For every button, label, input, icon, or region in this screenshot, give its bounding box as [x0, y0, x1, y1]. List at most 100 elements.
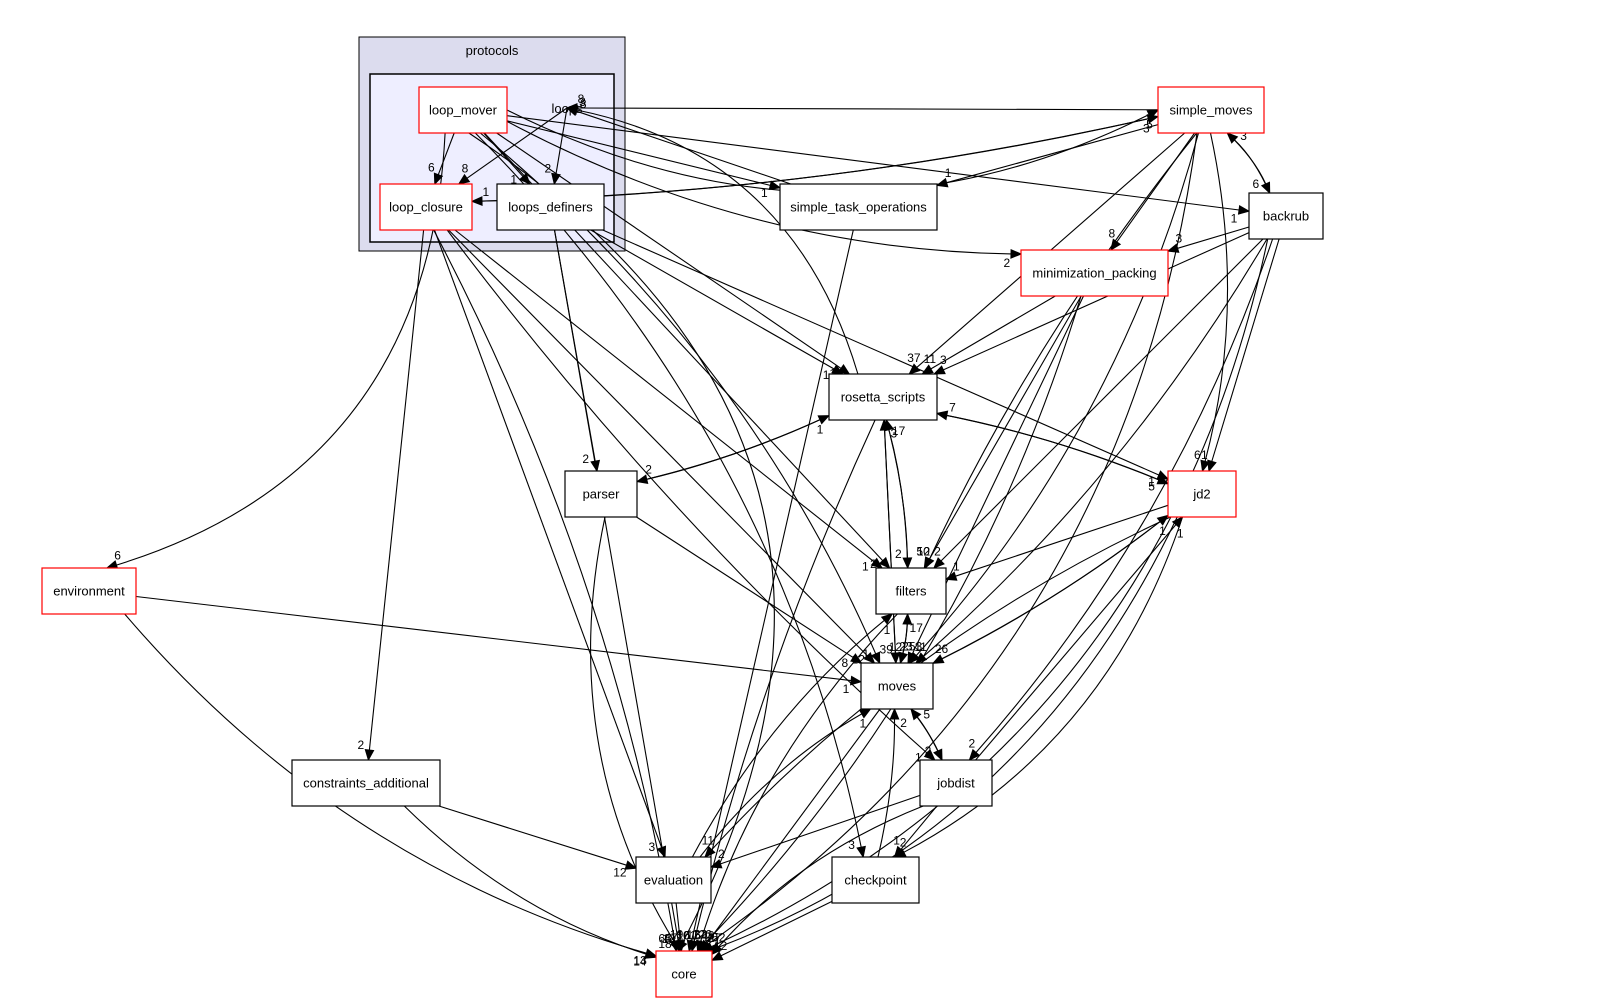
edge-loop_closure-constraints_additional[interactable]: 2 [358, 229, 425, 762]
edge-label[interactable]: 1 [817, 423, 824, 437]
edge-label[interactable]: 120 [692, 927, 712, 941]
node-moves[interactable]: moves [860, 662, 934, 710]
edge-label[interactable]: 8 [1108, 226, 1115, 240]
edge-evaluation-filters[interactable]: 1 [691, 613, 894, 858]
edge-label[interactable]: 3 [848, 838, 855, 852]
edge-label[interactable]: 1 [1159, 524, 1166, 538]
edge-jd2-rosetta_scripts[interactable]: 7 [935, 400, 1169, 485]
node-evaluation[interactable]: evaluation [635, 856, 712, 904]
edge-loop_closure-filters[interactable]: 1 [454, 229, 884, 573]
node-loop-closure[interactable]: loop_closure [379, 183, 473, 231]
edge-simple_moves-simple_task_operations[interactable]: 1 [935, 124, 1159, 188]
edge-backrub-jobdist[interactable]: 2 [968, 238, 1274, 761]
edge-backrub-rosetta_scripts[interactable]: 3 [933, 232, 1250, 375]
edge-label[interactable]: 17 [910, 621, 924, 635]
edge-rosetta_scripts-core[interactable]: 101 [676, 419, 876, 953]
edge-label[interactable]: 12 [917, 544, 931, 558]
edge-loop_closure-jobdist[interactable]: 1 [446, 229, 936, 764]
edge-label[interactable]: 26 [935, 642, 949, 656]
edge-jd2-filters[interactable]: 1 [944, 504, 1169, 581]
edge-label[interactable]: 11 [914, 640, 927, 654]
edge-rosetta_scripts-jd2[interactable]: 5 [936, 412, 1170, 494]
node-parser[interactable]: parser [564, 470, 638, 518]
edge-label[interactable]: 12 [714, 939, 728, 953]
edge-label[interactable]: 2 [645, 463, 652, 477]
edge-label[interactable]: 1 [945, 166, 952, 180]
edge-loop_mover-simple_task_operations[interactable]: 1 [506, 120, 782, 200]
edge-jobdist-evaluation[interactable]: 2 [709, 794, 921, 869]
edge-label[interactable]: 8 [578, 92, 585, 106]
edge-minimization_packing-rosetta_scripts[interactable]: 11 [921, 295, 1056, 375]
edge-label[interactable]: 18 [658, 937, 672, 951]
edge-label[interactable]: 1 [953, 559, 960, 573]
edge-label[interactable]: 1 [823, 368, 830, 382]
edge-loop_mover-loop_closure[interactable]: 6 [428, 132, 455, 186]
edge-loop_closure-evaluation[interactable]: 3 [433, 229, 667, 859]
edge-label[interactable]: 2 [969, 737, 976, 751]
edge-label[interactable]: 1 [761, 186, 768, 200]
edge-label[interactable]: 3 [648, 840, 655, 854]
edge-backrub-core[interactable]: 20 [701, 238, 1269, 952]
edge-parser-rosetta_scripts[interactable]: 1 [636, 415, 831, 483]
edge-label[interactable]: 13 [633, 954, 647, 968]
node-checkpoint[interactable]: checkpoint [831, 856, 920, 904]
edge-label[interactable]: 1 [893, 834, 900, 848]
edge-label[interactable]: 8 [842, 656, 849, 670]
node-loops-definers[interactable]: loops_definers [496, 183, 605, 231]
edge-label[interactable]: 1 [510, 173, 517, 187]
edge-label[interactable]: 2 [582, 452, 589, 466]
edge-label[interactable]: 1 [843, 682, 850, 696]
node-jobdist[interactable]: jobdist [919, 759, 993, 807]
edge-moves-core[interactable]: 120 [692, 708, 881, 953]
edge-loop_mover-core[interactable]: 19 [468, 132, 775, 953]
edge-backrub-moves[interactable]: 11 [914, 238, 1268, 664]
edge-simple_moves-loops[interactable]: 8 [565, 92, 1159, 113]
node-jd2[interactable]: jd2 [1167, 470, 1237, 518]
edge-loops_definers-rosetta_scripts[interactable]: 1 [590, 229, 844, 382]
edge-label[interactable]: 14 [633, 955, 647, 969]
edge-minimization_packing-filters[interactable]: 12 [917, 295, 1082, 570]
node-filters[interactable]: filters [875, 567, 947, 615]
edge-label[interactable]: 27 [708, 931, 722, 945]
edge-label[interactable]: 1 [884, 623, 891, 637]
edge-label[interactable]: 1 [1201, 448, 1208, 462]
edge-label[interactable]: 2 [900, 836, 907, 850]
edge-label[interactable]: 65 [658, 932, 672, 946]
edge-label[interactable]: 2 [900, 716, 907, 730]
edge-label[interactable]: 3 [1143, 121, 1150, 135]
edge-loop_mover-backrub[interactable]: 1 [506, 115, 1251, 226]
edge-evaluation-moves[interactable]: 1 [699, 708, 872, 858]
edge-label[interactable]: 6 [1194, 448, 1201, 462]
edge-environment-moves[interactable]: 1 [135, 595, 863, 697]
edge-label[interactable]: 3 [579, 95, 586, 109]
edge-label[interactable]: 1 [862, 559, 869, 573]
edge-constraints_additional-core[interactable]: 14 [403, 805, 658, 969]
edge-label[interactable]: 39 [880, 643, 894, 657]
edge-label[interactable]: 8 [580, 97, 587, 111]
edge-simple_moves-moves[interactable]: 253 [902, 132, 1200, 664]
edge-label[interactable]: 6 [1252, 177, 1259, 191]
edge-label[interactable]: 2 [925, 744, 932, 758]
edge-loop_mover-minimization_packing[interactable]: 2 [506, 120, 1023, 270]
edge-label[interactable]: 11 [924, 352, 937, 366]
node-simple-task-operations[interactable]: simple_task_operations [779, 183, 938, 231]
edge-label[interactable]: 1 [1231, 211, 1238, 225]
edge-moves-jd2[interactable]: 1 [932, 514, 1170, 664]
edge-label[interactable]: 52 [712, 931, 726, 945]
edge-backrub-filters[interactable]: 2 [933, 238, 1264, 569]
node-rosetta-scripts[interactable]: rosetta_scripts [828, 373, 938, 421]
edge-label[interactable]: 47 [664, 931, 678, 945]
edge-label[interactable]: 3 [1240, 129, 1247, 143]
edge-parser-moves[interactable]: 8 [636, 516, 863, 670]
edge-backrub-simple_moves[interactable]: 3 [1226, 129, 1271, 194]
edge-loops-loops_definers[interactable]: 2 [544, 107, 568, 186]
node-minimization-packing[interactable]: minimization_packing [1020, 249, 1169, 297]
edge-label[interactable]: 5 [923, 707, 930, 721]
edge-label[interactable]: 3 [1176, 232, 1183, 246]
edge-label[interactable]: 7 [949, 400, 956, 414]
node-simple-moves[interactable]: simple_moves [1157, 86, 1265, 134]
edge-jobdist-core[interactable]: 27 [708, 805, 924, 956]
edge-backrub-minimization_packing[interactable]: 3 [1166, 226, 1250, 253]
edge-loops_definers-core[interactable]: 12 [553, 229, 684, 953]
edge-label[interactable]: 8 [462, 162, 469, 176]
